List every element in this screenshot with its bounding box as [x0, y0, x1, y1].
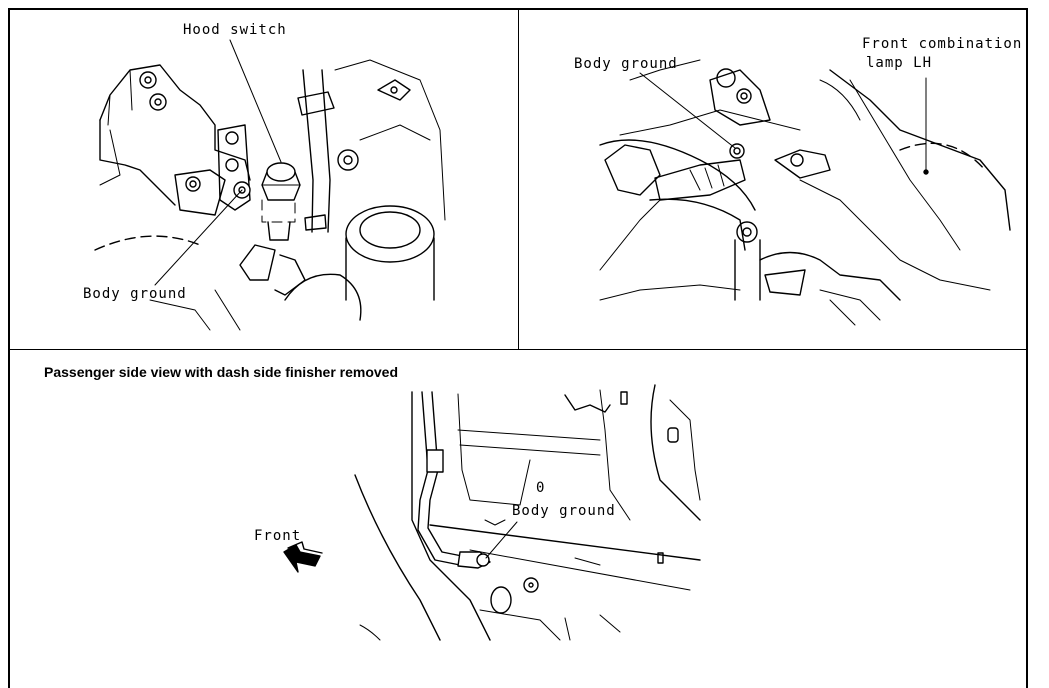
- front-label: Front: [254, 528, 302, 544]
- front-combination-lamp-label-line2: lamp LH: [866, 55, 933, 71]
- front-combination-lamp-label-line1: Front combination: [862, 36, 1023, 52]
- body-ground-label-top-left: Body ground: [83, 286, 187, 302]
- hood-switch-label: Hood switch: [183, 22, 287, 38]
- body-ground-label-bottom: Body ground: [512, 503, 616, 519]
- panel-divider-horizontal: [10, 349, 1026, 350]
- bottom-panel-heading: Passenger side view with dash side finis…: [44, 364, 399, 380]
- body-ground-label-top-right: Body ground: [574, 56, 678, 72]
- marker-zero: 0: [536, 480, 546, 496]
- panel-divider-vertical: [518, 10, 519, 349]
- diagram-frame: [8, 8, 1028, 688]
